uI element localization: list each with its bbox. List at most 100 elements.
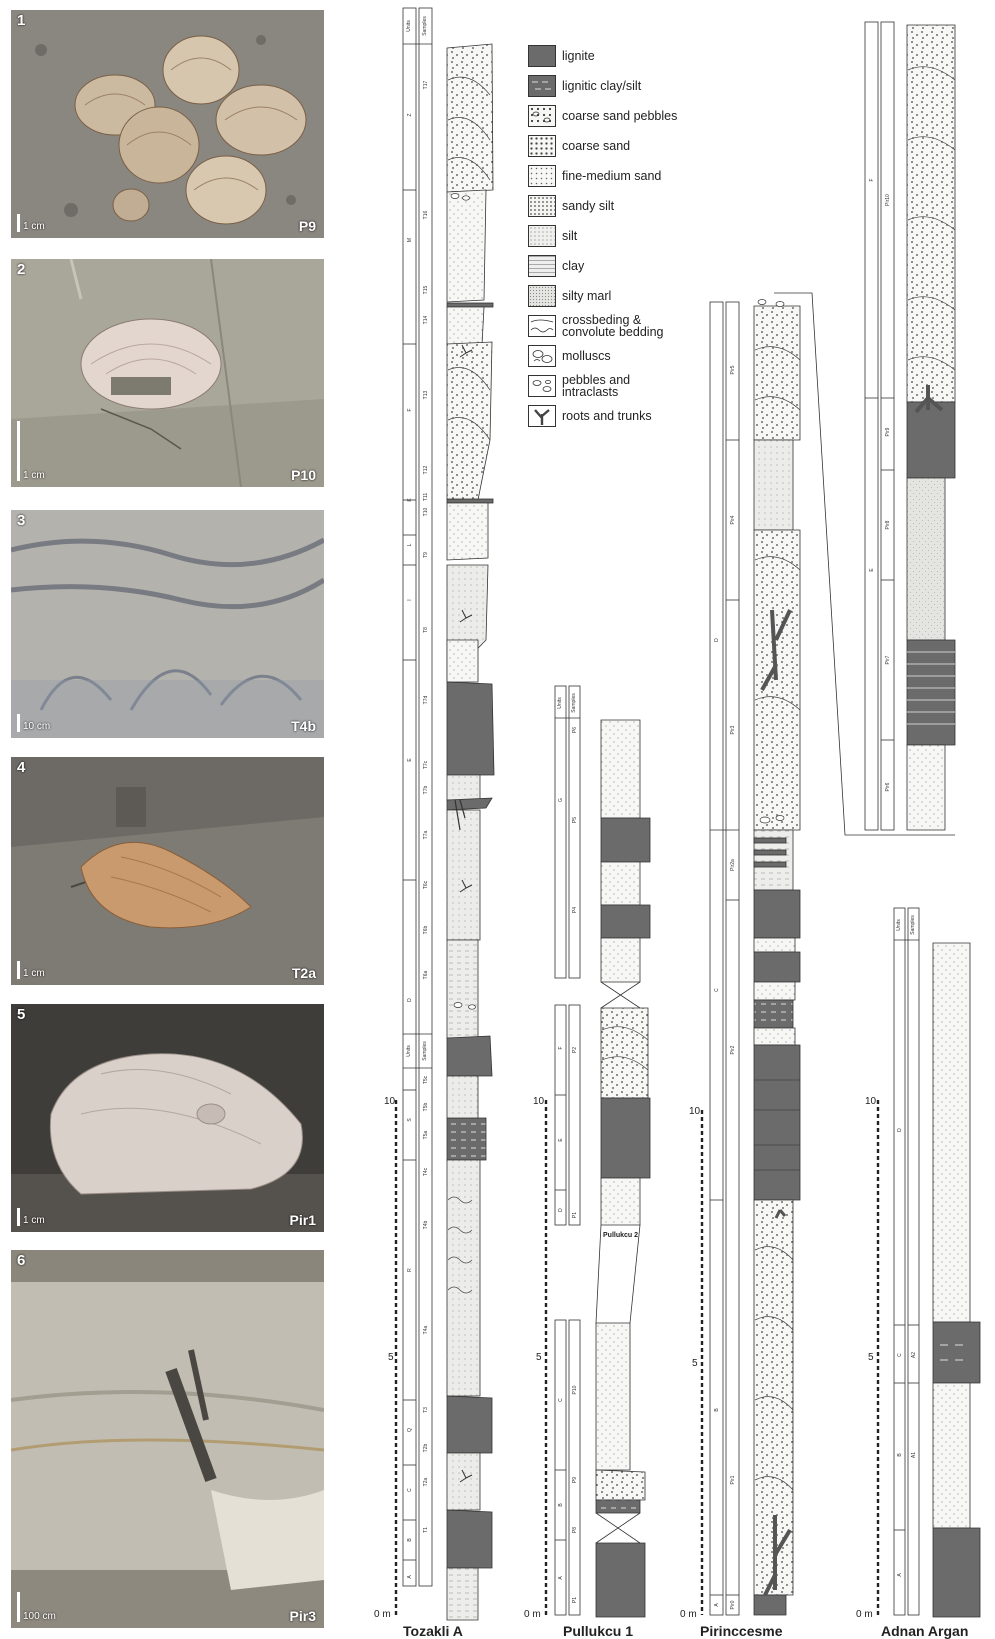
unit-label: C [407, 1488, 413, 1492]
log-title-pullukcu: Pullukcu 1 [563, 1623, 633, 1639]
units-column [555, 1320, 566, 1615]
sample-label: T5a [423, 1130, 429, 1139]
log-title-adnan: Adnan Argan [881, 1623, 968, 1639]
unit-label: Q [407, 1428, 413, 1432]
legend-swatch-clay [528, 255, 556, 277]
legend-item: lignite [528, 44, 688, 68]
units-header: Units [406, 1045, 412, 1057]
log-title-pirinccesme: Pirinccesme [700, 1623, 783, 1639]
sample-label: T8 [423, 627, 429, 633]
scale-bar: 1 cm [17, 214, 45, 232]
photo-number: 5 [17, 1006, 25, 1023]
sample-label: T17 [423, 80, 429, 89]
sample-label: T1 [423, 1527, 429, 1533]
scale-label: 1 cm [23, 1215, 45, 1226]
sample-label: Pir5 [730, 365, 736, 374]
samples-column [881, 22, 894, 830]
sample-label: T6a [423, 970, 429, 979]
scale-label: 100 cm [23, 1611, 56, 1622]
scale-label-0: 0 m [374, 1609, 391, 1620]
photo-code: P10 [291, 467, 316, 483]
photo-number: 1 [17, 12, 25, 29]
legend-label: silty marl [562, 290, 611, 302]
photo-convolute-bedding: 3 10 cm T4b [11, 510, 324, 738]
photo-shell-in-clay: 2 1 cm P10 [11, 259, 324, 487]
unit-label: F [407, 408, 413, 411]
scale-label-0: 0 m [524, 1609, 541, 1620]
sample-label: Pir1 [730, 1475, 736, 1484]
legend-swatch-lignitic [528, 75, 556, 97]
photo-code: Pir1 [290, 1212, 316, 1228]
legend-swatch-roots [528, 405, 556, 427]
legend-item: coarse sand pebbles [528, 104, 688, 128]
legend-label: molluscs [562, 350, 611, 362]
sample-label: Pir2 [730, 1045, 736, 1054]
scale-label-0: 0 m [680, 1609, 697, 1620]
scale-bar: 10 cm [17, 714, 50, 732]
legend-label: coarse sand [562, 140, 630, 152]
scale-label-10: 10 [865, 1096, 877, 1107]
legend-swatch-lignite [528, 45, 556, 67]
log-tozakli: Units Samples Units Samples ZMFKLIEDSRQC… [374, 8, 494, 1639]
unit-label: D [897, 1128, 903, 1132]
units-header: Units [557, 697, 563, 709]
samples-header: Samples [422, 16, 428, 36]
sample-label: P1 [572, 1597, 578, 1603]
legend-label: lignite [562, 50, 595, 62]
sample-label: T7b [423, 785, 429, 794]
legend-item: pebbles and intraclasts [528, 374, 688, 398]
legend-label: sandy silt [562, 200, 614, 212]
legend-item: silt [528, 224, 688, 248]
legend-item: lignitic clay/silt [528, 74, 688, 98]
sample-label: T5c [423, 1075, 429, 1084]
sample-label: Pir7 [885, 655, 891, 664]
scale-bar: 1 cm [17, 961, 45, 979]
photo-outcrop-image [11, 1250, 324, 1628]
samples-header: Samples [910, 915, 916, 935]
samples-column [726, 302, 739, 1615]
photo-code: T4b [291, 718, 316, 734]
legend-label: pebbles and intraclasts [562, 374, 688, 398]
scale-label-0: 0 m [856, 1609, 873, 1620]
scale-label-5: 5 [388, 1352, 394, 1363]
units-column [555, 686, 566, 978]
legend-label: crossbeding & convolute bedding [562, 314, 688, 338]
samples-column [419, 8, 432, 1586]
sample-label: T14 [423, 315, 429, 324]
legend-item: clay [528, 254, 688, 278]
legend-swatch-silt [528, 225, 556, 247]
sample-label: T2b [423, 1443, 429, 1452]
unit-label: C [714, 988, 720, 992]
sample-label: T7a [423, 830, 429, 839]
photo-code: T2a [292, 965, 316, 981]
legend-label: silt [562, 230, 577, 242]
legend-label: fine-medium sand [562, 170, 661, 182]
sample-label: P2 [572, 1047, 578, 1053]
scale-label-5: 5 [868, 1352, 874, 1363]
legend-swatch-coarse [528, 135, 556, 157]
sample-label: P9 [572, 1477, 578, 1483]
unit-label: C [897, 1353, 903, 1357]
unit-label: F [869, 178, 875, 181]
unit-label: G [558, 798, 564, 802]
scale-label-10: 10 [689, 1106, 701, 1117]
unit-label: I [407, 599, 413, 600]
legend-swatch-pebbles [528, 375, 556, 397]
samples-column [569, 1320, 580, 1615]
scale-label-10: 10 [533, 1096, 545, 1107]
sample-label: Pir0 [730, 1600, 736, 1609]
photo-bivalve-image [11, 1004, 324, 1232]
legend-swatch-fine [528, 165, 556, 187]
sample-label: T4c [423, 1167, 429, 1176]
samples-column [569, 1005, 580, 1225]
legend-swatch-molluscs [528, 345, 556, 367]
photo-clams: 1 1 cm P9 [11, 10, 324, 238]
unit-label: L [407, 543, 413, 546]
photo-code: Pir3 [290, 1608, 316, 1624]
scale-label-5: 5 [536, 1352, 542, 1363]
sample-label: T7c [423, 760, 429, 769]
sample-label: T6b [423, 925, 429, 934]
legend-item: roots and trunks [528, 404, 688, 428]
photo-number: 3 [17, 512, 25, 529]
